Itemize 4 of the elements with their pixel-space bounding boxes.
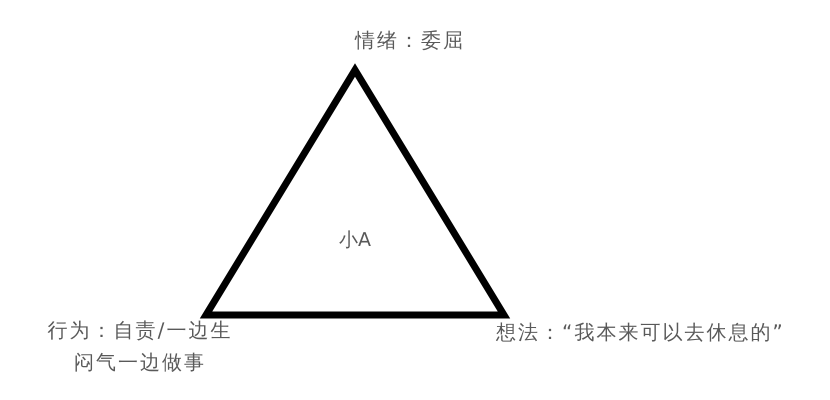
vertex-label: 想法：“我本来可以去休息的” (496, 319, 786, 346)
center-label: 小A (339, 229, 371, 251)
vertex-label: 情绪：委屈 (354, 27, 466, 54)
vertex-label: 行为：自责/一边生闷气一边做事 (46, 317, 234, 376)
